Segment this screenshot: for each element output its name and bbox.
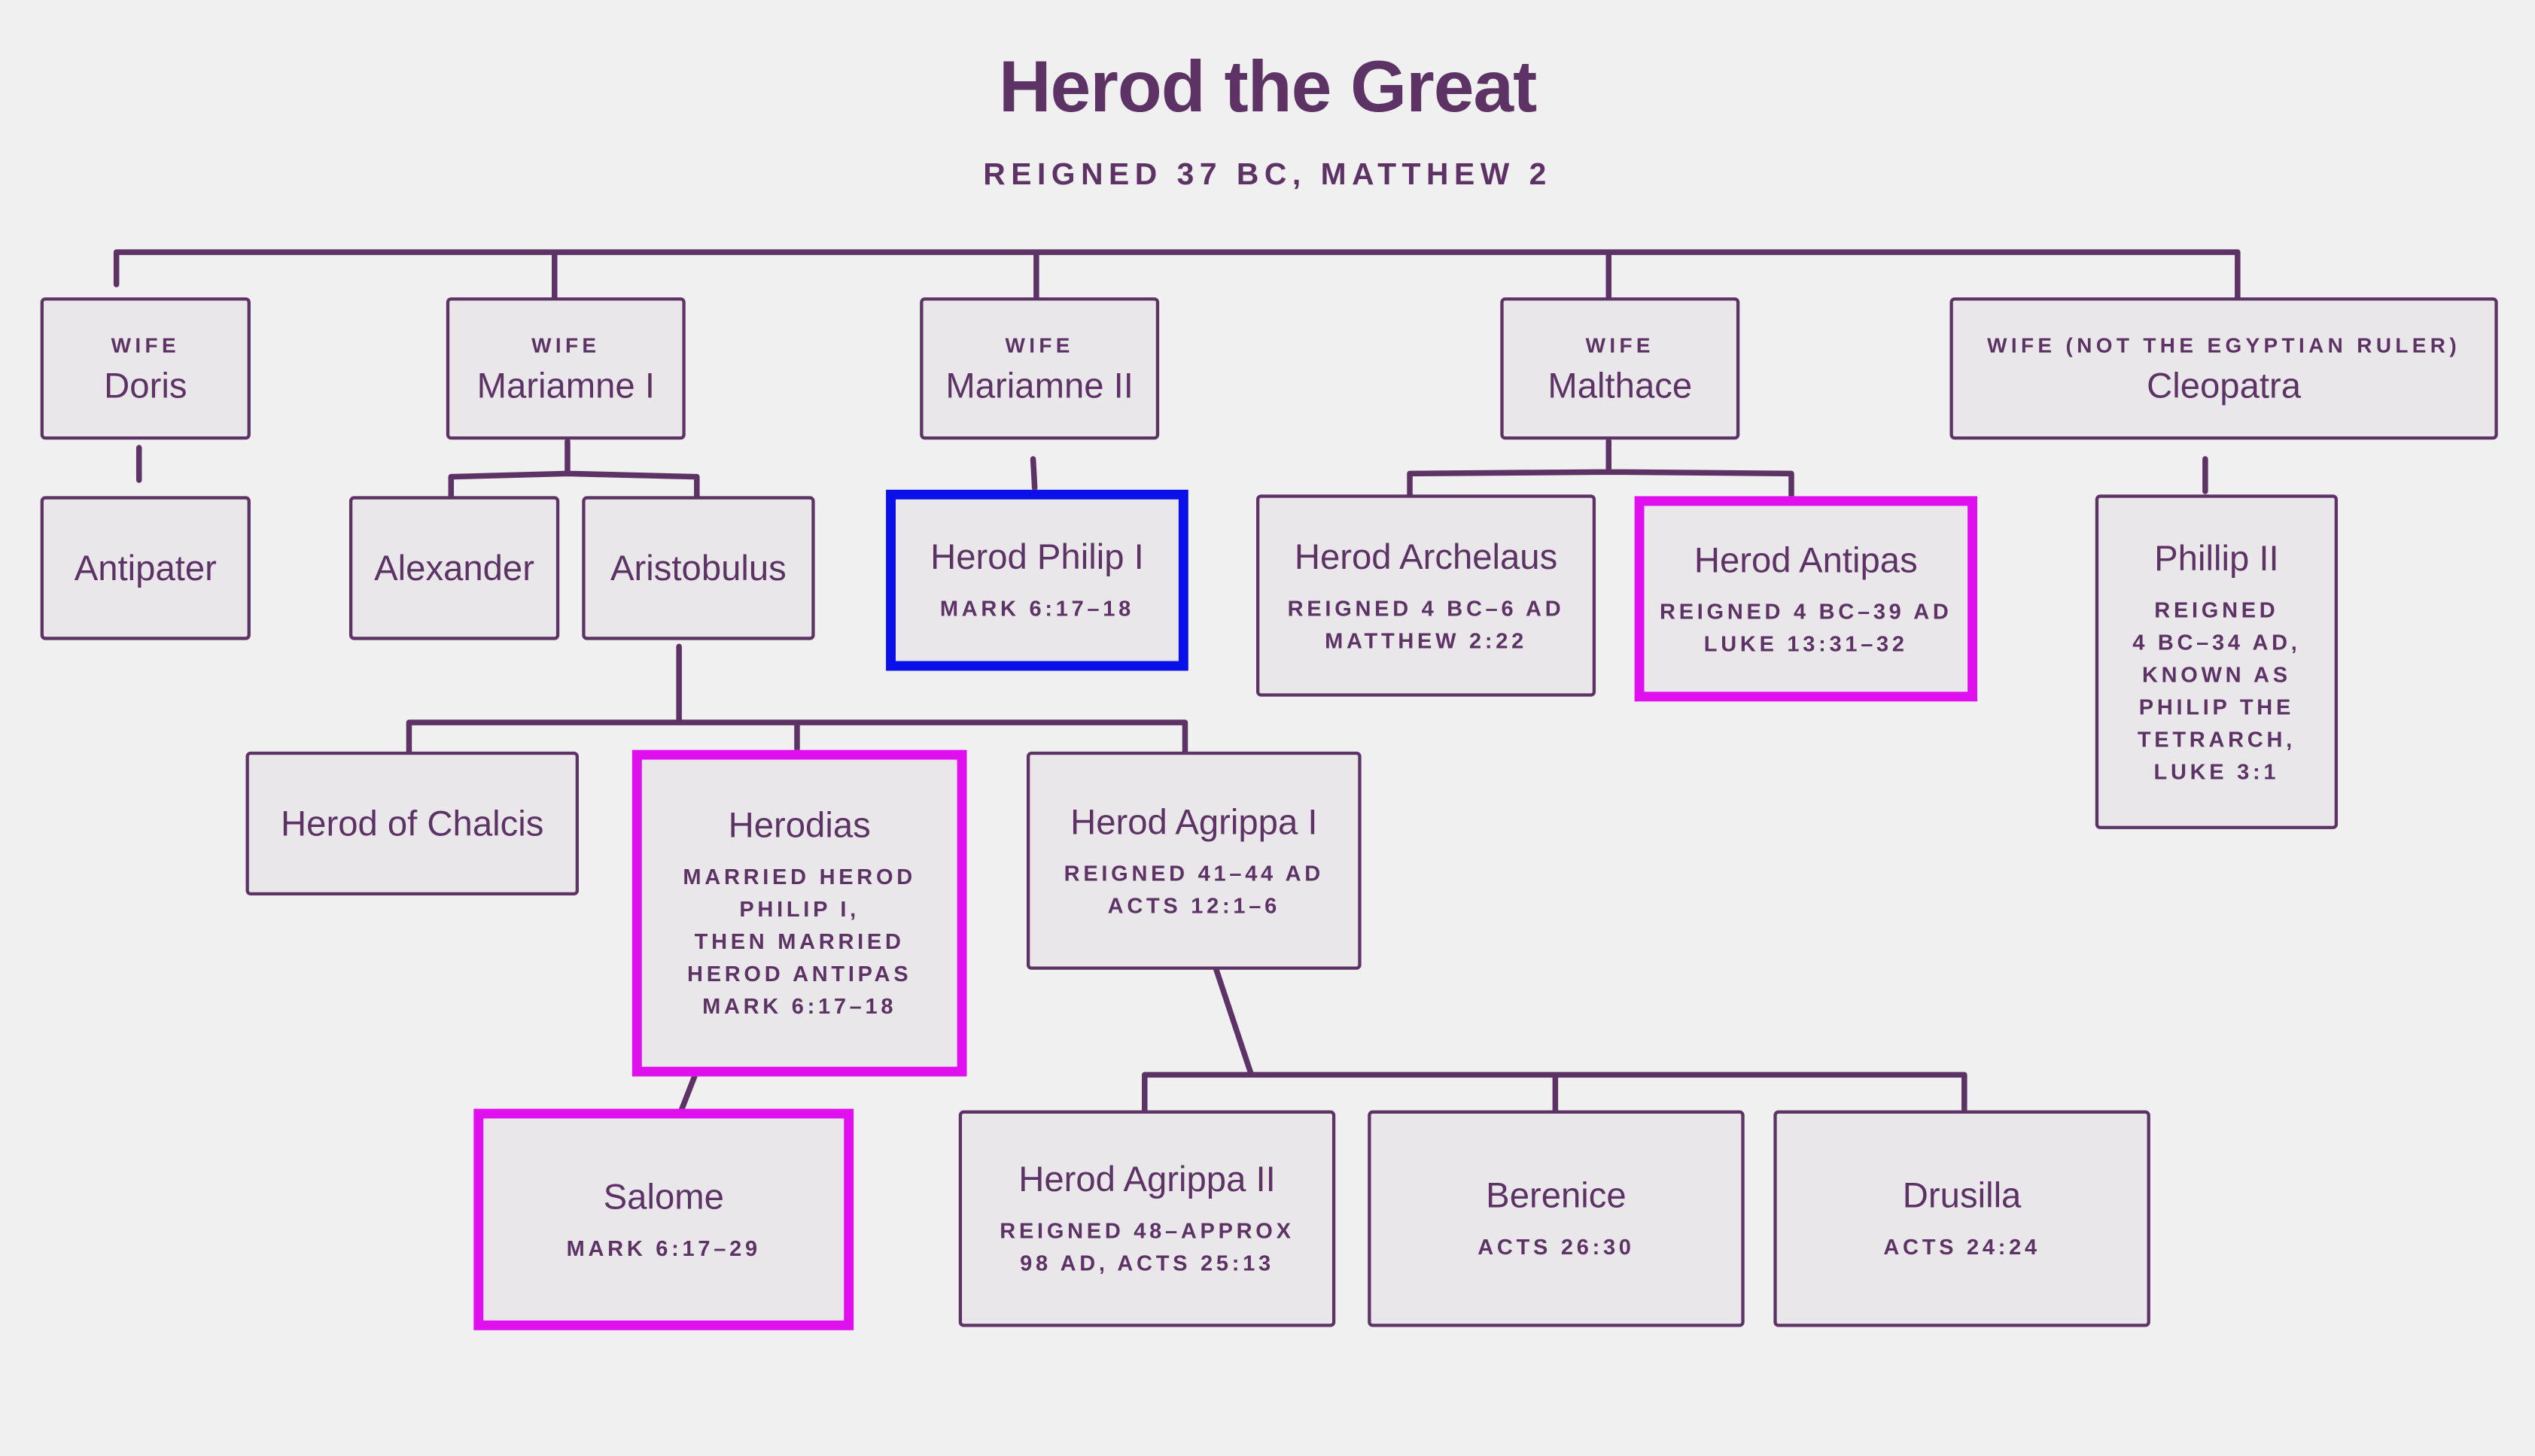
person-box-phillip-ii: Phillip II REIGNED 4 BC–34 AD, KNOWN AS … <box>2095 494 2339 829</box>
person-name: Herod Agrippa I <box>1070 801 1318 842</box>
wife-label: WIFE <box>531 332 601 357</box>
connector-malthace-sons <box>1407 438 1794 501</box>
person-box-herod-philip-i: Herod Philip I MARK 6:17–18 <box>886 489 1188 671</box>
person-name: Aristobulus <box>610 547 787 588</box>
person-box-aristobulus: Aristobulus <box>582 496 815 640</box>
person-name: Drusilla <box>1902 1175 2022 1216</box>
person-box-alexander: Alexander <box>348 496 560 640</box>
person-name: Alexander <box>374 547 534 588</box>
person-name: Herod Philip I <box>930 537 1144 577</box>
person-note: REIGNED 48–APPROX 98 AD, ACTS 25:13 <box>1000 1218 1295 1275</box>
person-box-drusilla: Drusilla ACTS 24:24 <box>1773 1110 2150 1327</box>
person-box-herod-antipas: Herod Antipas REIGNED 4 BC–39 AD LUKE 13… <box>1634 496 1978 702</box>
wife-label: WIFE <box>1585 332 1654 357</box>
person-note: REIGNED 4 BC–39 AD LUKE 13:31–32 <box>1660 598 1952 656</box>
connector-mariamne1-sons <box>448 438 700 501</box>
person-box-herod-agrippa-ii: Herod Agrippa II REIGNED 48–APPROX 98 AD… <box>958 1110 1336 1327</box>
diagram-subtitle: REIGNED 37 BC, MATTHEW 2 <box>983 158 1552 193</box>
person-box-antipater: Antipater <box>40 496 251 640</box>
person-name: Herod Agrippa II <box>1018 1159 1276 1199</box>
wife-name: Cleopatra <box>2147 364 2302 406</box>
person-name: Herodias <box>728 804 871 846</box>
connector-herod-to-wives <box>113 249 2241 300</box>
person-note: ACTS 24:24 <box>1883 1235 2040 1260</box>
person-box-salome: Salome MARK 6:17–29 <box>473 1108 854 1330</box>
diagram-title: Herod the Great <box>998 45 1537 128</box>
person-name: Phillip II <box>2154 537 2279 578</box>
wife-box-doris: WIFE Doris <box>40 297 251 440</box>
person-note: ACTS 26:30 <box>1477 1235 1635 1260</box>
person-note: MARK 6:17–29 <box>566 1236 761 1260</box>
connector-aristobulus-children <box>406 643 1188 756</box>
wife-name: Malthace <box>1547 364 1693 406</box>
person-box-herodias: Herodias MARRIED HEROD PHILIP I, THEN MA… <box>631 749 967 1077</box>
person-name: Herod Antipas <box>1694 539 1918 580</box>
person-note: REIGNED 41–44 AD ACTS 12:1–6 <box>1064 860 1324 917</box>
wife-name: Mariamne II <box>945 364 1134 406</box>
person-name: Antipater <box>74 547 217 588</box>
person-note: MARRIED HEROD PHILIP I, THEN MARRIED HER… <box>683 865 916 1019</box>
person-note: REIGNED 4 BC–6 AD MATTHEW 2:22 <box>1287 595 1565 652</box>
wife-box-cleopatra: WIFE (NOT THE EGYPTIAN RULER) Cleopatra <box>1949 297 2498 440</box>
person-note: REIGNED 4 BC–34 AD, KNOWN AS PHILIP THE … <box>2132 597 2301 783</box>
person-name: Herod Archelaus <box>1294 536 1558 576</box>
connector-mariamne2-philip <box>1030 456 1038 491</box>
wife-name: Doris <box>104 364 187 406</box>
wife-box-mariamne-ii: WIFE Mariamne II <box>920 297 1160 440</box>
wife-box-mariamne-i: WIFE Mariamne I <box>446 297 686 440</box>
person-name: Salome <box>603 1175 724 1217</box>
person-name: Berenice <box>1486 1175 1627 1216</box>
connector-agrippa-children <box>1142 965 1967 1115</box>
person-box-herod-archelaus: Herod Archelaus REIGNED 4 BC–6 AD MATTHE… <box>1255 494 1596 697</box>
person-box-herod-of-chalcis: Herod of Chalcis <box>245 751 579 895</box>
person-note: MARK 6:17–18 <box>939 596 1135 621</box>
connector-herodias-salome <box>677 1071 698 1115</box>
wife-label: WIFE <box>1005 332 1074 357</box>
person-box-herod-agrippa-i: Herod Agrippa I REIGNED 41–44 AD ACTS 12… <box>1026 751 1362 970</box>
person-name: Herod of Chalcis <box>281 802 544 844</box>
wife-box-malthace: WIFE Malthace <box>1500 297 1740 440</box>
wife-label: WIFE (NOT THE EGYPTIAN RULER) <box>1987 332 2461 357</box>
wife-name: Mariamne I <box>476 364 655 406</box>
person-box-berenice: Berenice ACTS 26:30 <box>1368 1110 1745 1327</box>
wife-label: WIFE <box>111 332 180 357</box>
